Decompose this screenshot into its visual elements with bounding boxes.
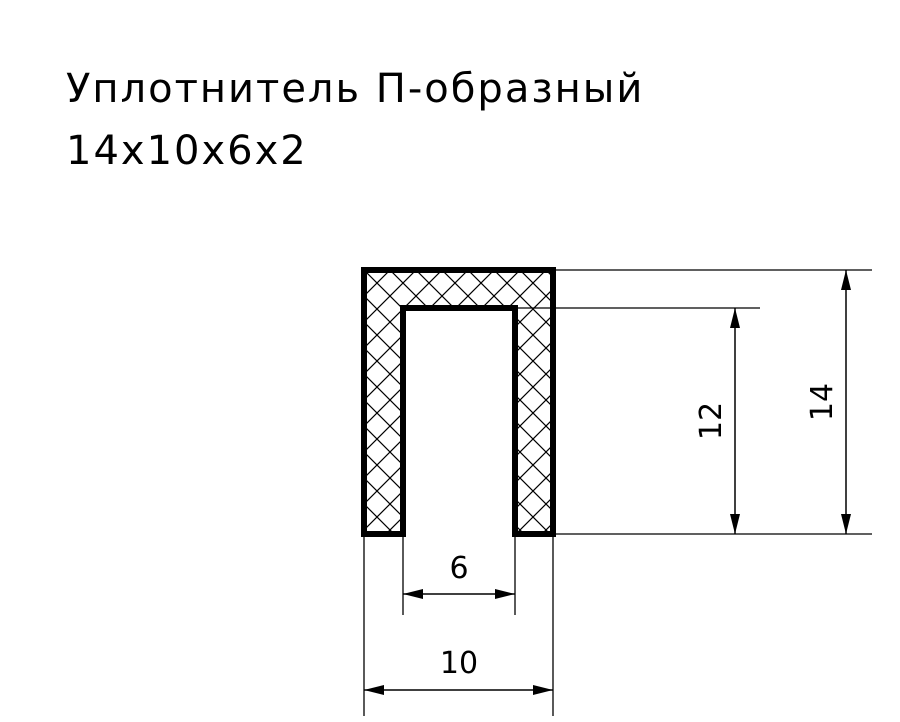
title-block: Уплотнитель П-образный 14х10х6х2 bbox=[66, 58, 644, 182]
dimension-label-inner-height: 12 bbox=[694, 402, 729, 440]
seal-profile bbox=[361, 267, 556, 537]
dimension-label-outer-width: 10 bbox=[440, 646, 478, 681]
dimension-label-outer-height: 14 bbox=[805, 383, 840, 421]
dimension-label-inner-width: 6 bbox=[449, 551, 468, 586]
drawing-subtitle-size: 14х10х6х2 bbox=[66, 128, 308, 174]
drawing-title: Уплотнитель П-образный bbox=[66, 66, 645, 112]
